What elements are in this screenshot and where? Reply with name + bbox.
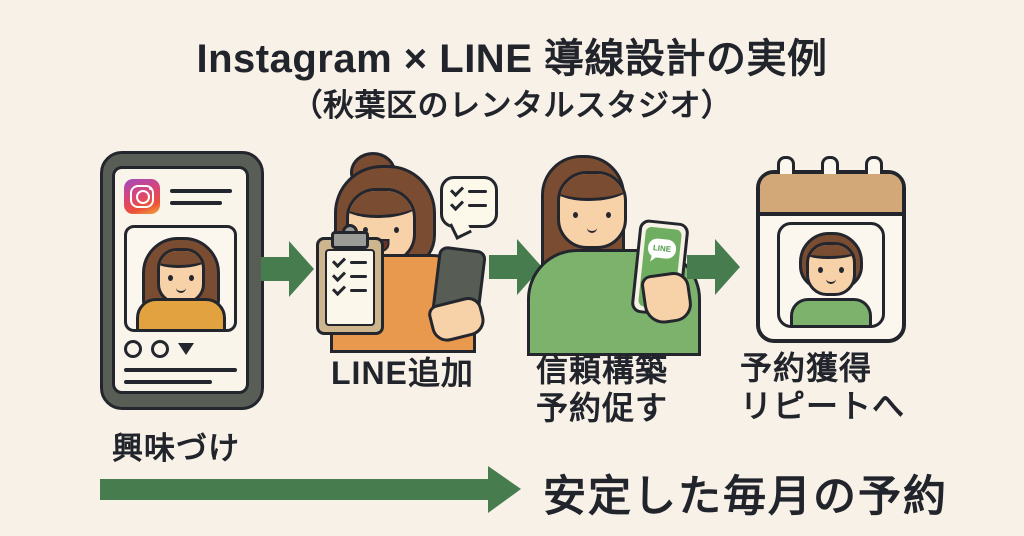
mouth bbox=[175, 286, 186, 293]
flow-arrow-1 bbox=[261, 241, 315, 297]
step-label-booking: 予約獲得 リピートへ bbox=[740, 349, 905, 426]
instagram-camera-frame bbox=[130, 185, 154, 208]
mouth bbox=[826, 277, 836, 284]
hair-fringe bbox=[560, 174, 624, 201]
checklist-row bbox=[331, 281, 367, 297]
checklist-row bbox=[331, 253, 367, 269]
clipboard-clip bbox=[331, 231, 369, 249]
text-line bbox=[170, 188, 232, 193]
summary-arrow-body bbox=[100, 479, 488, 500]
checklist-row bbox=[449, 182, 487, 198]
checklist-line bbox=[350, 288, 367, 293]
instagram-phone-illustration bbox=[100, 151, 264, 410]
step-label-trust: 信頼構築 予約促す bbox=[536, 351, 668, 428]
hair-fringe bbox=[159, 251, 202, 268]
step-label-trust-line2: 予約促す bbox=[536, 390, 669, 427]
arrow-head bbox=[289, 241, 314, 297]
checklist-line bbox=[350, 260, 367, 265]
post-username-lines bbox=[170, 188, 237, 205]
comment-icon bbox=[151, 340, 169, 358]
step-label-booking-line1: 予約獲得 bbox=[740, 350, 873, 386]
woman-shirt bbox=[135, 298, 226, 329]
eye bbox=[573, 212, 578, 218]
eye bbox=[839, 267, 844, 273]
post-action-icons bbox=[124, 340, 237, 358]
checklist-row bbox=[331, 267, 367, 283]
text-line bbox=[170, 200, 222, 205]
eye bbox=[394, 227, 399, 233]
instagram-post-image bbox=[124, 225, 237, 332]
calendar-illustration bbox=[756, 156, 906, 343]
eye bbox=[188, 275, 194, 281]
checkmark-icon bbox=[331, 267, 347, 283]
caption-line bbox=[124, 368, 237, 372]
checklist-line bbox=[468, 189, 487, 194]
mouth bbox=[587, 226, 597, 233]
eye bbox=[167, 275, 173, 281]
boy-shirt bbox=[790, 298, 872, 325]
summary-label: 安定した毎月の予約 bbox=[543, 473, 948, 521]
chat-bubble-icon bbox=[440, 176, 498, 240]
line-logo-icon: LINE bbox=[647, 237, 677, 260]
flow-arrow-3 bbox=[687, 239, 741, 295]
page-title: Instagram × LINE 導線設計の実例 bbox=[196, 37, 828, 81]
phone-screen bbox=[112, 166, 249, 394]
summary-arrow-head bbox=[488, 466, 521, 513]
step-label-line-add: LINE追加 bbox=[331, 355, 474, 391]
instagram-camera-dot bbox=[149, 187, 152, 190]
arrow-body bbox=[687, 255, 715, 279]
step-label-booking-line2: リピートへ bbox=[740, 388, 906, 425]
like-icon bbox=[124, 340, 142, 358]
instagram-camera-lens bbox=[135, 190, 150, 204]
clipboard-icon bbox=[316, 224, 384, 335]
checkmark-icon bbox=[449, 182, 465, 198]
hair-fringe bbox=[809, 245, 853, 259]
step-label-interest: 興味づけ bbox=[112, 431, 240, 466]
eye bbox=[363, 227, 368, 233]
arrow-head bbox=[715, 239, 740, 295]
eye bbox=[818, 267, 823, 273]
person-trust-illustration: LINE bbox=[527, 155, 701, 356]
checklist-row bbox=[449, 196, 487, 212]
caption-line bbox=[124, 380, 213, 384]
calendar-header bbox=[760, 174, 902, 216]
post-header bbox=[124, 179, 237, 214]
calendar-photo-frame bbox=[777, 222, 885, 328]
woman-face bbox=[156, 248, 205, 304]
boy-face bbox=[806, 242, 856, 296]
face bbox=[557, 171, 627, 249]
eye bbox=[606, 212, 611, 218]
arrow-body bbox=[261, 257, 289, 281]
checkmark-icon bbox=[331, 281, 347, 297]
share-icon bbox=[178, 343, 194, 355]
green-shirt-body bbox=[527, 249, 701, 356]
instagram-icon bbox=[124, 179, 160, 214]
person-line-add-illustration bbox=[308, 152, 500, 353]
arrow-body bbox=[489, 255, 517, 279]
checklist-line bbox=[468, 203, 487, 208]
page-subtitle: （秋葉区のレンタルスタジオ） bbox=[291, 88, 733, 123]
checklist-paper bbox=[325, 249, 375, 326]
step-label-trust-line1: 信頼構築 bbox=[536, 352, 669, 388]
bubble-tail bbox=[449, 217, 472, 240]
checkmark-icon bbox=[449, 196, 465, 212]
hair-fringe bbox=[349, 191, 413, 218]
checkmark-icon bbox=[331, 253, 347, 269]
checklist-line bbox=[350, 274, 367, 279]
